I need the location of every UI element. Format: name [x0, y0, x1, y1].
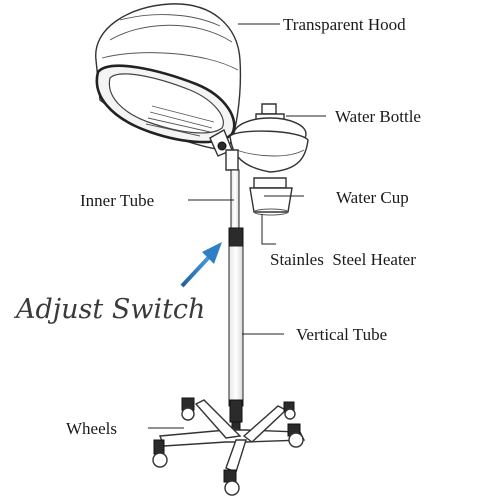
- wheel: [287, 423, 304, 448]
- label-adjust-switch: Adjust Switch: [13, 294, 205, 325]
- label-water-cup: Water Cup: [336, 188, 409, 207]
- stand: [228, 169, 244, 443]
- wheel: [283, 401, 296, 420]
- water-cup: [249, 177, 293, 216]
- transparent-hood: [95, 3, 242, 157]
- leader-lines: [148, 23, 326, 429]
- label-transparent-hood: Transparent Hood: [283, 15, 406, 34]
- wheel-base: [152, 397, 306, 496]
- label-stainless-steel-heater: Stainles Steel Heater: [270, 250, 416, 269]
- label-vertical-tube: Vertical Tube: [296, 325, 387, 344]
- steamer-body: [225, 130, 309, 173]
- wheel: [181, 397, 195, 421]
- adjust-switch-arrow: [180, 242, 222, 288]
- adjust-switch-knob: [228, 227, 244, 247]
- label-water-bottle: Water Bottle: [335, 107, 421, 126]
- wheel: [223, 469, 240, 496]
- wheel: [152, 439, 168, 468]
- label-inner-tube: Inner Tube: [80, 191, 154, 210]
- label-wheels: Wheels: [66, 419, 117, 438]
